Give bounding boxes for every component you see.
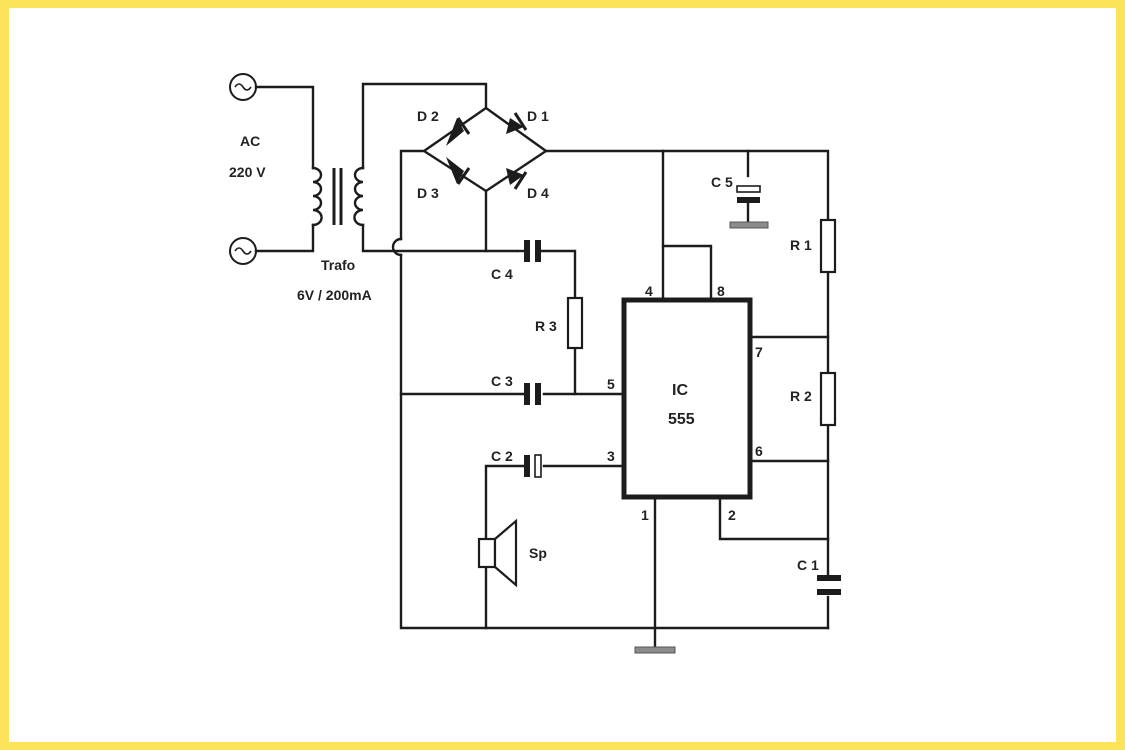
resistor-r1: [819, 218, 837, 274]
pin-2-label: 2: [728, 507, 736, 523]
trafo-rating-label: 6V / 200mA: [297, 287, 372, 303]
d4-label: D 4: [527, 185, 549, 201]
c5-label: C 5: [711, 174, 733, 190]
voltage-label: 220 V: [229, 164, 266, 180]
pin-3-label: 3: [607, 448, 615, 464]
ic-label-line1: IC: [672, 382, 688, 399]
capacitor-c4: [517, 240, 541, 262]
d3-label: D 3: [417, 185, 439, 201]
diode-d1: [506, 112, 528, 134]
bridge-rectifier: [421, 106, 549, 193]
c2-label: C 2: [491, 448, 513, 464]
d1-label: D 1: [527, 108, 549, 124]
pin-8-label: 8: [717, 283, 725, 299]
capacitor-c1: [817, 575, 841, 595]
d2-label: D 2: [417, 108, 439, 124]
ac-source-top: [229, 73, 257, 101]
pin-7-label: 7: [755, 344, 763, 360]
c3-label: C 3: [491, 373, 513, 389]
pin-1-label: 1: [641, 507, 649, 523]
diode-d3: [446, 157, 471, 185]
ground-symbol: [634, 646, 676, 654]
c4-label: C 4: [491, 266, 513, 282]
ac-source-bottom: [229, 237, 257, 265]
trafo-label: Trafo: [321, 257, 355, 273]
pin-4-label: 4: [645, 283, 653, 299]
ic-label-line2: 555: [668, 411, 695, 428]
speaker-label: Sp: [529, 545, 547, 561]
capacitor-c3: [524, 383, 541, 405]
ac-label: AC: [240, 133, 260, 149]
diode-d2: [446, 117, 471, 146]
capacitor-c2: [524, 454, 542, 478]
frame-border: [9, 8, 1116, 742]
speaker: [477, 518, 518, 588]
r3-label: R 3: [535, 318, 557, 334]
diode-d4: [506, 168, 528, 190]
transformer: [311, 166, 365, 227]
ic-555-chip: [621, 297, 753, 500]
labels: AC 220 V Trafo 6V / 200mA D 2 D 1 D 3 D …: [229, 108, 819, 573]
pin-5-label: 5: [607, 376, 615, 392]
r2-label: R 2: [790, 388, 812, 404]
c1-label: C 1: [797, 557, 819, 573]
r1-label: R 1: [790, 237, 812, 253]
capacitor-c5: [729, 185, 769, 229]
wires: [254, 82, 830, 650]
pin-6-label: 6: [755, 443, 763, 459]
resistor-r3: [566, 296, 584, 350]
resistor-r2: [819, 371, 837, 427]
